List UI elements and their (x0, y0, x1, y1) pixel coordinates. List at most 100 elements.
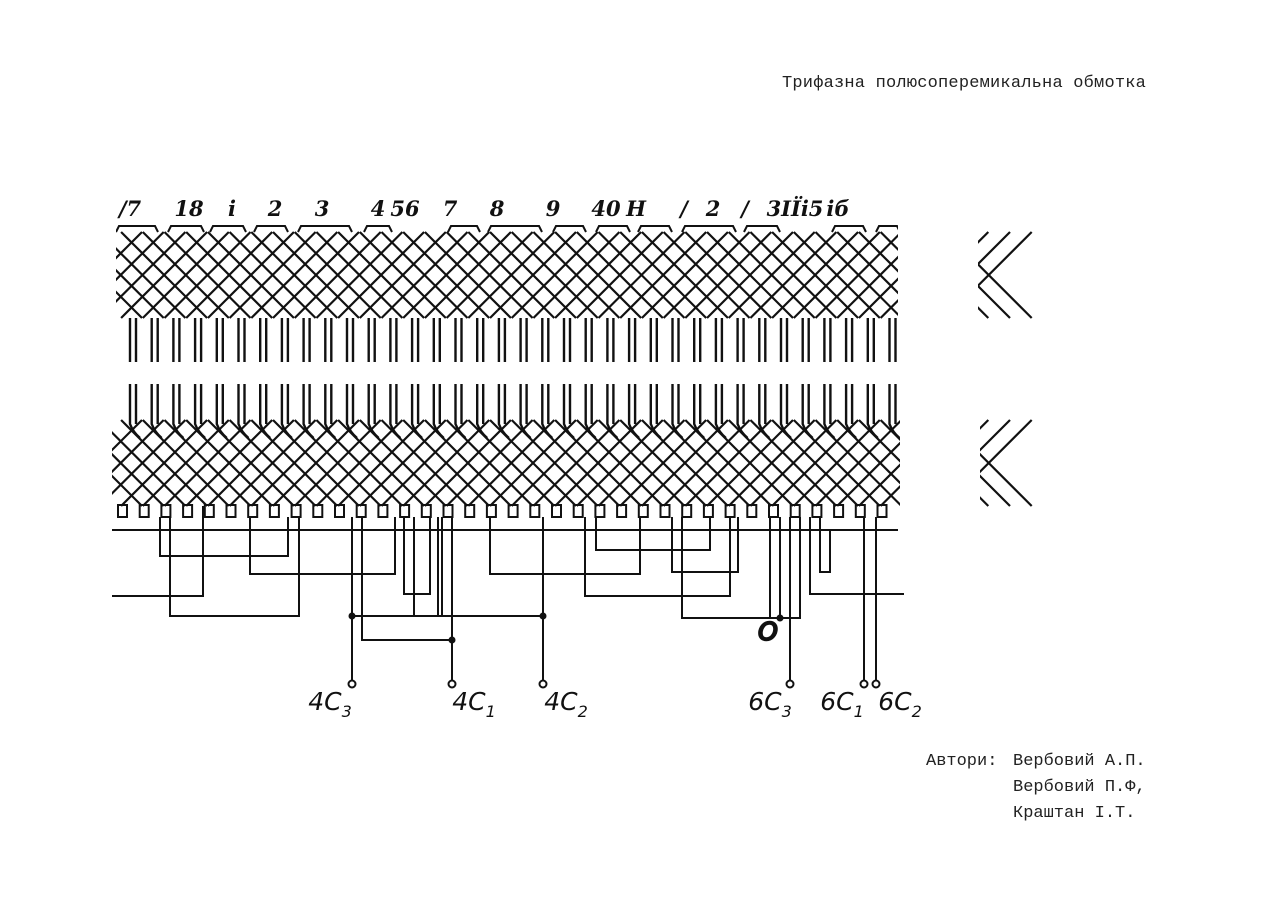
slot-number: 2 (705, 196, 721, 221)
slot-conductor (412, 318, 418, 362)
slot-conductor (347, 318, 353, 362)
coil-lead (682, 505, 691, 517)
coil-lead (227, 505, 236, 517)
terminal-point (861, 681, 868, 688)
coil-lead (140, 505, 149, 517)
connection-wire (112, 506, 203, 596)
slot-conductor (629, 318, 635, 362)
coil-lead (834, 505, 843, 517)
slot-conductor (521, 318, 527, 362)
coil-lead-boxes (118, 505, 887, 517)
coil-lead (161, 505, 170, 517)
coil-lead (812, 505, 821, 517)
coil-lead (248, 505, 257, 517)
connection-wire (160, 517, 288, 556)
connection-wire (490, 517, 640, 574)
coil-lead (183, 505, 192, 517)
slot-conductor (694, 318, 700, 362)
slot-conductor (586, 318, 592, 362)
upper-end-winding (0, 220, 1032, 330)
slot-conductor (542, 318, 548, 362)
coil-lead (487, 505, 496, 517)
connection-wire (596, 517, 710, 550)
coil-lead (118, 505, 127, 517)
slot-number: 4 (371, 196, 386, 221)
author-name: Вербовий П.Ф, (1013, 775, 1146, 801)
slot-conductor (738, 318, 744, 362)
terminal-label: 4C3 (308, 687, 352, 721)
connection-wire (404, 517, 430, 594)
slot-conductor (868, 318, 874, 362)
connection-wire (585, 517, 730, 596)
slot-bracket (596, 226, 630, 232)
coil-lead (791, 505, 800, 517)
slot-number: / (678, 196, 690, 221)
slot-conductor (564, 318, 570, 362)
slot-number: 7 (443, 196, 458, 221)
slot-conductor (260, 318, 266, 362)
slot-conductor (499, 318, 505, 362)
slot-conductor (304, 318, 310, 362)
coil-lead (313, 505, 322, 517)
coil-lead (617, 505, 626, 517)
coil-lead (878, 505, 887, 517)
slot-bracket (448, 226, 480, 232)
slot-bracket (638, 226, 672, 232)
slot-conductor (173, 318, 179, 362)
terminal-group: 4C34C14C26C36C16C2 (308, 681, 922, 722)
coil-lead (595, 505, 604, 517)
author-name: Вербовий А.П. (1013, 749, 1146, 775)
slot-bracket (116, 226, 158, 232)
slot-number: 18 (174, 196, 204, 221)
slot-conductor (477, 318, 483, 362)
slot-conductor (130, 318, 136, 362)
connection-wire (352, 517, 543, 616)
slot-conductor (434, 318, 440, 362)
slot-conductor (217, 318, 223, 362)
connection-buses: O (112, 506, 904, 680)
coil-lead (444, 505, 453, 517)
coil-lead (422, 505, 431, 517)
terminal-point (787, 681, 794, 688)
lower-end-winding (0, 410, 1032, 520)
slot-number: 2 (267, 196, 283, 221)
coil-lead (335, 505, 344, 517)
slot-conductor (325, 318, 331, 362)
coil-lead (270, 505, 279, 517)
coil-lead (378, 505, 387, 517)
slot-bracket (168, 226, 204, 232)
slot-bracket (832, 226, 866, 232)
coil-lead (856, 505, 865, 517)
connection-wire (820, 517, 830, 572)
coil-lead (530, 505, 539, 517)
slot-conductor (846, 318, 852, 362)
slot-conductor (803, 318, 809, 362)
slot-bracket (488, 226, 542, 232)
coil-lead (509, 505, 518, 517)
slot-number: 3IЇi5 (767, 196, 824, 221)
slot-conductor (824, 318, 830, 362)
slot-bracket (553, 226, 586, 232)
slot-bracket (364, 226, 392, 232)
slot-bracket (254, 226, 288, 232)
slot-number: 40 (591, 196, 621, 221)
slot-number: i (228, 196, 236, 221)
coil-lead (465, 505, 474, 517)
slot-bracket (876, 226, 900, 232)
junction-dot (540, 613, 547, 620)
author-name: Краштан І.Т. (1013, 801, 1135, 827)
coil-lead (704, 505, 713, 517)
coil-lead (552, 505, 561, 517)
slot-bracket (682, 226, 736, 232)
slot-number: 9 (546, 196, 561, 221)
neutral-label: O (758, 617, 778, 646)
connection-wire (250, 517, 395, 574)
slot-conductor (759, 318, 765, 362)
slot-conductor (651, 318, 657, 362)
coil-lead (574, 505, 583, 517)
terminal-label: 6C1 (820, 687, 864, 721)
slot-number: 3 (315, 196, 330, 221)
terminal-label: 4C2 (544, 687, 588, 721)
slot-number: / (739, 196, 751, 221)
coil-lead (400, 505, 409, 517)
